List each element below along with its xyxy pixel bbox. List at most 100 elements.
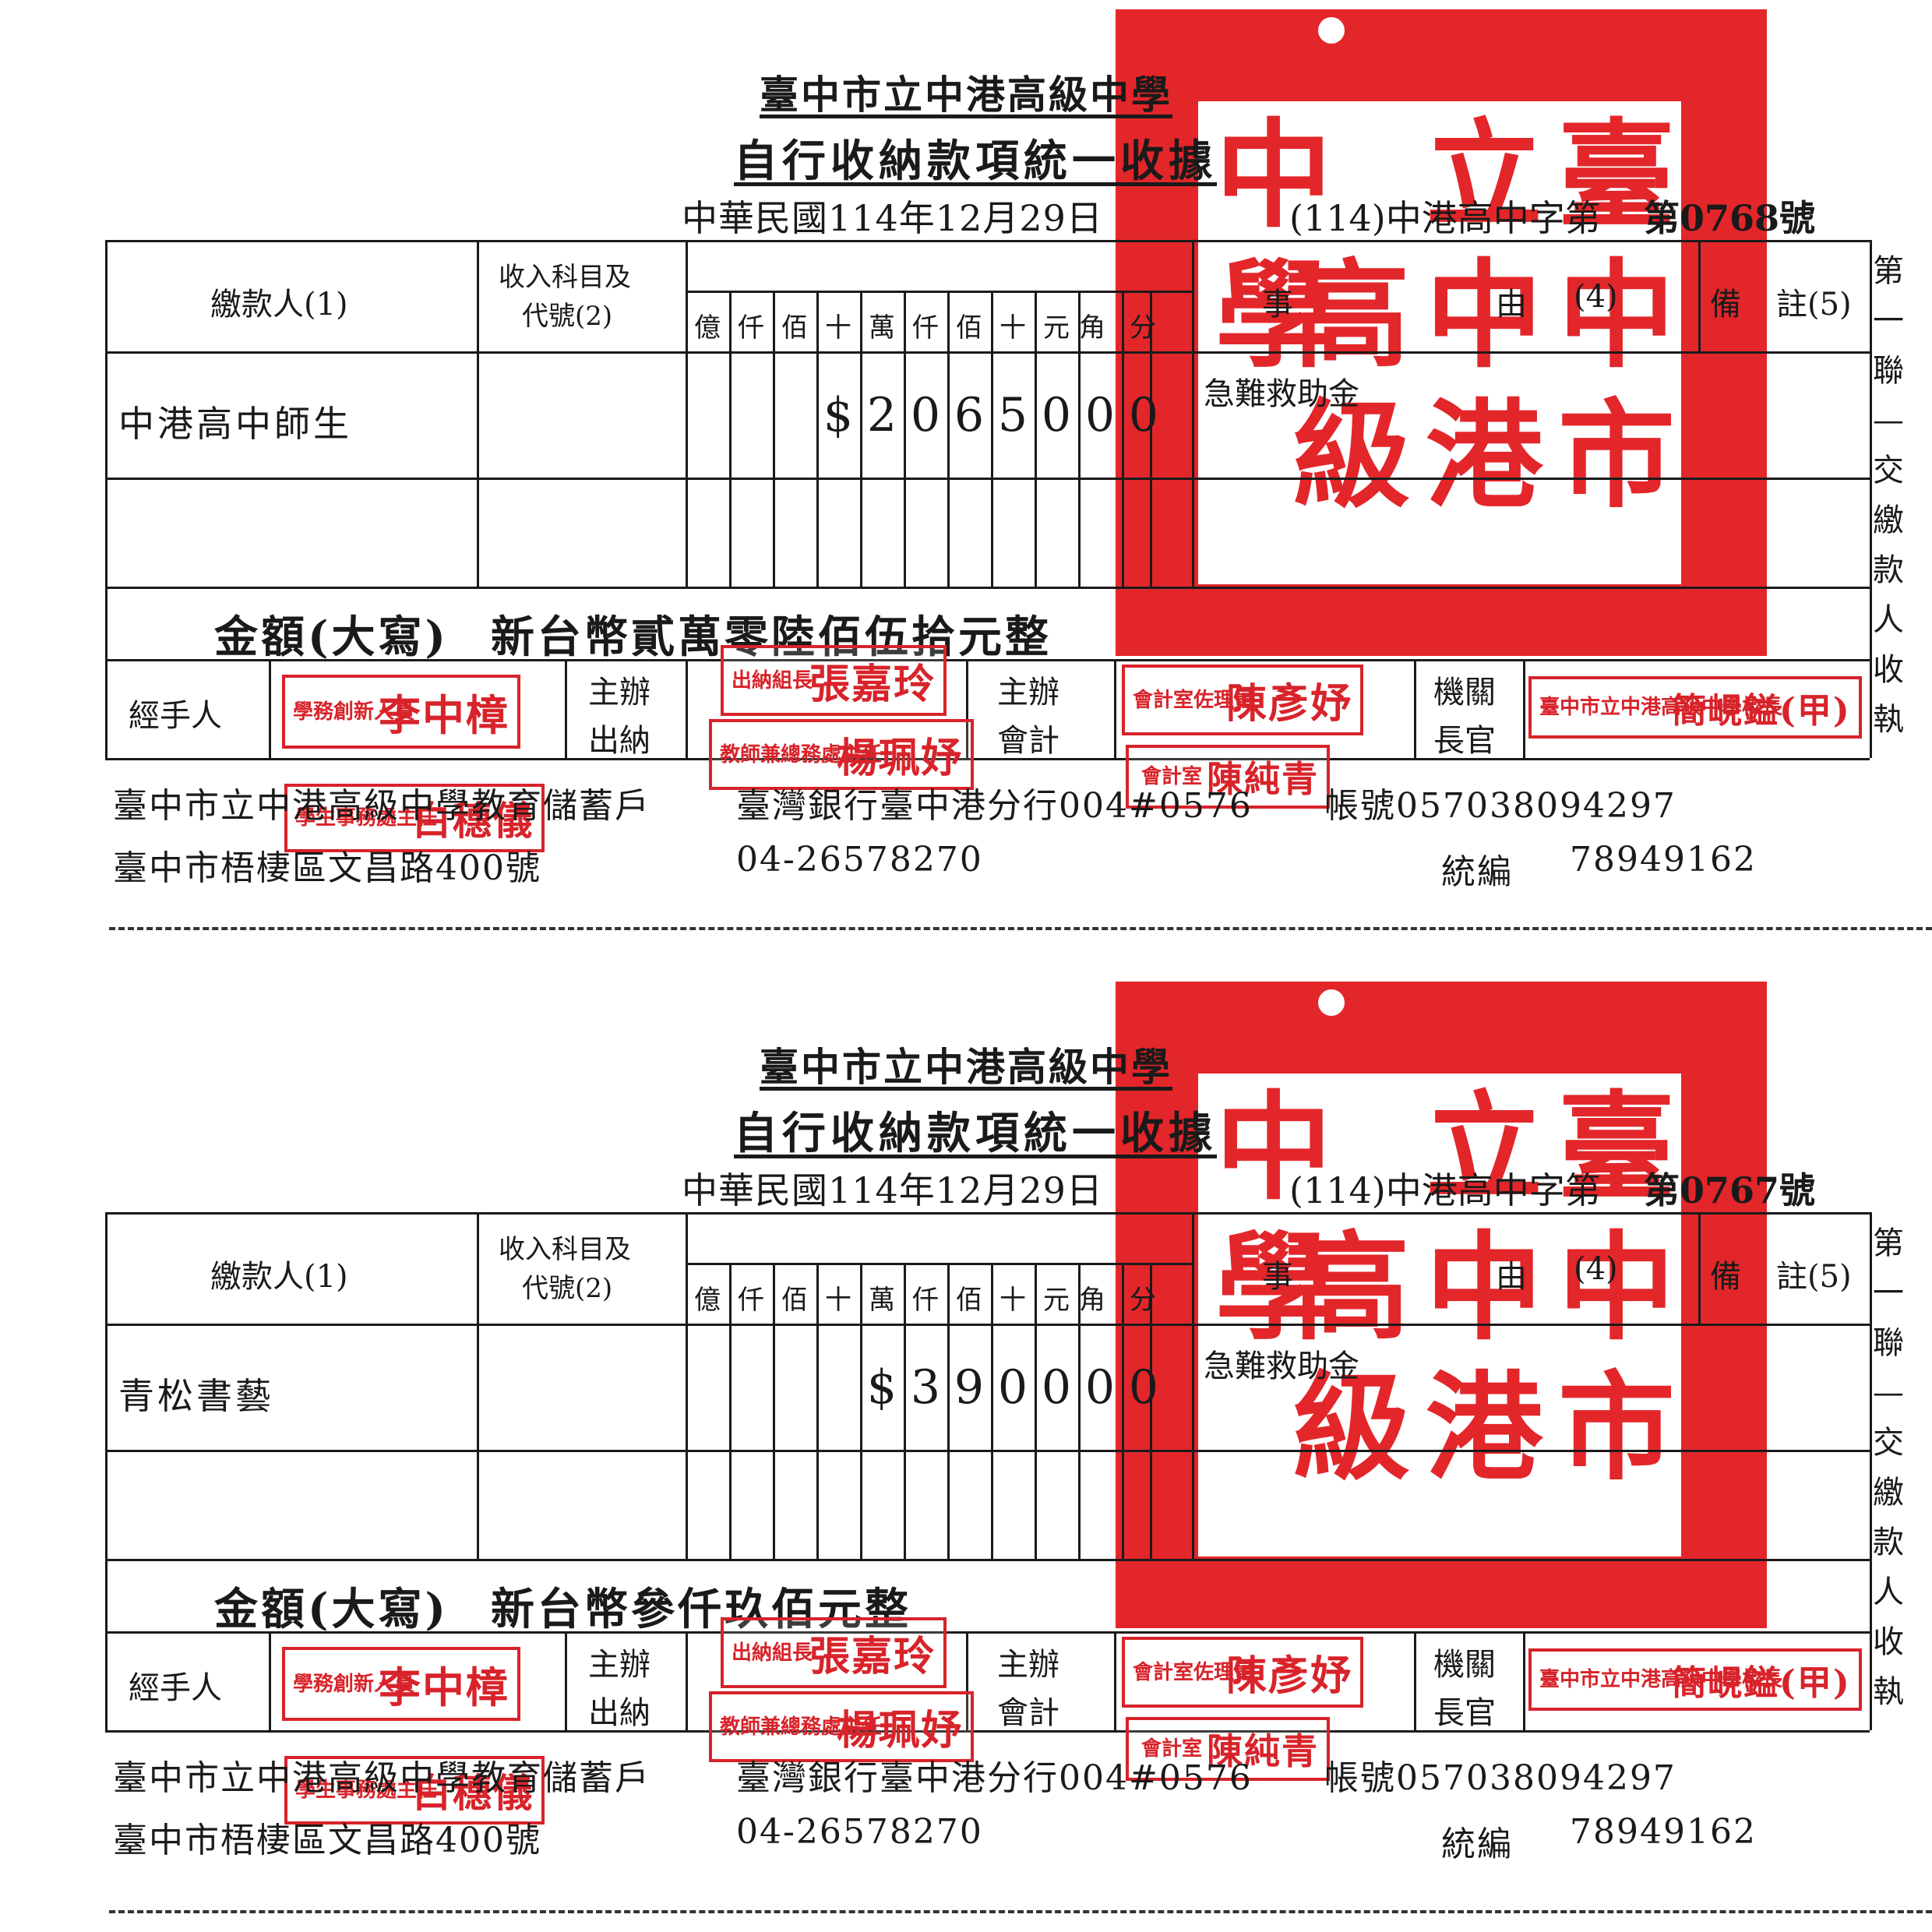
copy-label-char: 款 (1873, 1525, 1904, 1560)
seal-glyph: 高 (1293, 247, 1411, 384)
table-rule (947, 291, 950, 587)
copy-label-char: 聯 (1873, 1325, 1904, 1361)
digit-header: 十 (825, 1285, 851, 1316)
digit-header: 佰 (956, 1285, 982, 1316)
table-rule (947, 1263, 950, 1559)
school-address: 臺中市梧棲區文昌路400號 (113, 1821, 541, 1860)
digit-header: 十 (999, 312, 1026, 344)
student-affairs-stamp: 學生事務處主任白穗儀 (284, 1756, 545, 1824)
serial-prefix: (114)中港高中字第 (1289, 1169, 1601, 1211)
table-rule (105, 587, 1870, 589)
accounting-bottom-stamp: 會計室陳純青 (1126, 745, 1330, 809)
head-label-1: 機關 (1433, 675, 1496, 710)
copy-label-char: 第 (1873, 253, 1904, 289)
remark-header: 備 (1710, 1259, 1741, 1295)
account-header-line1: 收入科目及 (499, 1234, 631, 1265)
principal-stamp-name: 簡峴鎰(甲) (1672, 1663, 1851, 1703)
copy-label-char: 聯 (1873, 353, 1904, 389)
copy-label-char: 人 (1873, 1574, 1904, 1610)
table-rule (565, 659, 567, 758)
handler-label: 經手人 (129, 698, 222, 734)
remark-number: 註(5) (1776, 1259, 1852, 1295)
amount-digit: 2 (866, 388, 897, 442)
digit-header: 仟 (912, 312, 939, 344)
digit-header: 億 (694, 1285, 721, 1316)
handler-stamp: 學務創新人員李中樟 (282, 1647, 520, 1721)
reason-number: (4) (1574, 1251, 1618, 1287)
seal-glyph: 級 (1293, 387, 1411, 524)
table-rule (1035, 291, 1037, 587)
cashier-top-stamp-title: 出納組長 (732, 1641, 813, 1665)
student-affairs-stamp: 學生事務處主任白穗儀 (284, 784, 545, 852)
seal-glyph: 臺 (1558, 1079, 1676, 1216)
table-rule (1192, 240, 1194, 587)
accounting-top-stamp-title: 會計室佐理員 (1133, 688, 1255, 712)
amount-digit: 3 (910, 1360, 941, 1415)
payer-name: 青松書藝 (118, 1375, 274, 1417)
cashier-bottom-stamp: 教師兼總務處主任楊珮妤 (709, 1691, 975, 1762)
receipt-date: 中華民國114年12月29日 (682, 1169, 1103, 1211)
handler-stamp-title: 學務創新人員 (293, 1672, 415, 1696)
amount-digit: $ (866, 1360, 897, 1415)
seal-inner-border (1193, 97, 1686, 589)
digit-header: 佰 (781, 1285, 808, 1316)
amount-words: 新台幣貳萬零陸佰伍拾元整 (491, 612, 1052, 663)
table-rule (966, 1631, 968, 1730)
principal-stamp-name: 簡峴鎰(甲) (1672, 691, 1851, 731)
reason-number: (4) (1574, 279, 1618, 315)
seal-glyph: 臺 (1558, 107, 1676, 244)
copy-label-char: 款 (1873, 552, 1904, 588)
digit-header: 分 (1130, 312, 1156, 344)
principal-stamp: 臺中市立中港高級中學校長簡峴鎰(甲) (1528, 1648, 1862, 1711)
seal-glyph: 立 (1426, 1079, 1543, 1216)
principal-stamp-title: 臺中市立中港高級中學校長 (1539, 1668, 1783, 1691)
table-rule (1523, 659, 1525, 758)
table-rule (477, 1212, 479, 1559)
accounting-top-stamp-title: 會計室佐理員 (1133, 1660, 1255, 1684)
digit-header: 萬 (869, 1285, 895, 1316)
reason-header: 由 (1496, 287, 1527, 323)
remark-header: 備 (1710, 287, 1741, 323)
principal-stamp: 臺中市立中港高級中學校長簡峴鎰(甲) (1528, 676, 1862, 739)
cashier-top-stamp-title: 出納組長 (732, 668, 813, 693)
cashier-bottom-stamp-title: 教師兼總務處主任 (720, 1715, 883, 1739)
account-holder: 臺中市立中港高級中學教育儲蓄戶 (113, 1758, 650, 1798)
table-rule (686, 659, 688, 758)
school-address: 臺中市梧棲區文昌路400號 (113, 848, 541, 888)
accounting-bottom-stamp-name: 陳純青 (1207, 758, 1319, 800)
table-rule (105, 659, 1870, 661)
amount-digit: 0 (910, 388, 941, 442)
copy-label-char: — (1873, 1375, 1904, 1411)
digit-header: 元 (1043, 312, 1070, 344)
accounting-top-stamp: 會計室佐理員陳彥妤 (1122, 1637, 1364, 1708)
cashier-bottom-stamp-name: 楊珮妤 (837, 735, 964, 782)
digit-header: 十 (999, 1285, 1026, 1316)
table-rule (991, 1263, 993, 1559)
table-rule (1870, 1212, 1872, 1730)
table-rule (1523, 1631, 1525, 1730)
copy-label-char: — (1873, 403, 1904, 439)
amount-digit: 0 (1084, 388, 1116, 442)
table-rule (1414, 1631, 1416, 1730)
table-rule (686, 1631, 688, 1730)
cut-line (109, 927, 1932, 930)
table-rule (966, 659, 968, 758)
purpose-text: 急難救助金 (1204, 376, 1359, 412)
accounting-top-stamp: 會計室佐理員陳彥妤 (1122, 665, 1364, 735)
account-header-line1: 收入科目及 (499, 262, 631, 293)
head-label-2: 長官 (1433, 723, 1496, 759)
receipt-0768: 臺中市立中港高級中學臺中市立中港高級中學自行收納款項統一收據中華民國114年12… (0, 0, 1932, 958)
copy-label-char: 交 (1873, 1425, 1904, 1461)
phone-number: 04-26578270 (736, 840, 983, 880)
seal-glyph: 市 (1558, 1359, 1676, 1497)
reason-header: 由 (1496, 1259, 1527, 1295)
seal-glyph: 學 (1215, 247, 1333, 384)
payer-name: 中港高中師生 (118, 403, 352, 445)
table-rule (1192, 1212, 1194, 1559)
amount-digit: 0 (1084, 1360, 1116, 1415)
table-rule (773, 1263, 775, 1559)
accounting-top-stamp-name: 陳彥妤 (1226, 1652, 1353, 1700)
table-rule (816, 1263, 819, 1559)
cashier-label-2: 出納 (588, 1695, 650, 1731)
table-rule (105, 758, 1870, 760)
